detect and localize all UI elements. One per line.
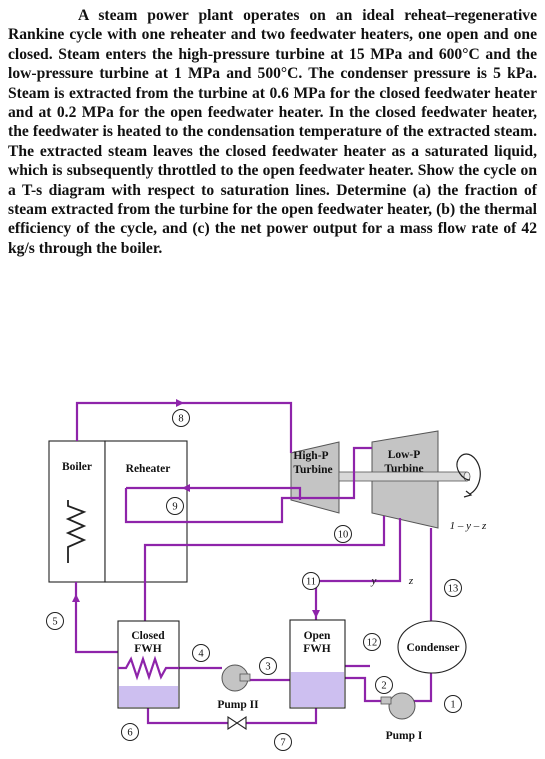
condenser-label: Condenser	[406, 642, 459, 654]
pipe-hp-exhaust	[187, 486, 302, 500]
cycle-schematic: Boiler Reheater High-P Turbine Low-P Tur…	[46, 399, 487, 751]
lp-turbine-label-1: Low-P	[388, 449, 421, 461]
problem-statement: A steam power plant operates on an ideal…	[8, 6, 537, 258]
state-marker-6	[121, 723, 139, 741]
remaining-flow-label: 1 – y – z	[450, 520, 487, 532]
closed-fwh-liquid	[119, 686, 178, 707]
extraction-z-label: z	[408, 575, 414, 587]
high-pressure-turbine	[290, 441, 340, 514]
state-number-11: 11	[306, 577, 316, 588]
state-number-10: 10	[338, 530, 349, 541]
state-marker-11	[302, 572, 320, 590]
state-marker-5	[46, 612, 64, 630]
state-marker-13	[444, 579, 462, 597]
work-output-arrow	[456, 453, 481, 495]
problem-text: A steam power plant operates on an ideal…	[8, 7, 537, 257]
arrow-11	[312, 610, 320, 618]
state-number-8: 8	[178, 414, 183, 425]
reheater-label: Reheater	[126, 463, 171, 475]
state-marker-8	[172, 409, 190, 427]
pipe-state-10	[143, 516, 386, 637]
hp-turbine-label-2: Turbine	[293, 464, 332, 476]
state-number-1: 1	[450, 700, 455, 711]
state-number-13: 13	[448, 584, 459, 595]
arrow-8	[176, 399, 184, 407]
state-marker-10	[334, 525, 352, 543]
hp-turbine-label-1: High-P	[293, 450, 328, 462]
state-marker-4	[192, 644, 210, 662]
throttle-valve	[227, 715, 247, 731]
extraction-y-label: y	[371, 575, 377, 587]
pump-1	[388, 692, 416, 720]
state-number-9: 9	[172, 502, 177, 513]
pump-1-label: Pump I	[386, 730, 423, 742]
state-number-4: 4	[198, 649, 204, 660]
closed-fwh-coil-redraw	[118, 655, 179, 681]
pump-2-label: Pump II	[217, 699, 259, 711]
state-number-5: 5	[52, 617, 57, 628]
pipe-state-6	[146, 708, 228, 725]
open-fwh-label-2: FWH	[303, 643, 331, 655]
arrow-5	[72, 594, 80, 602]
state-number-6: 6	[127, 728, 132, 739]
state-marker-2	[375, 676, 393, 694]
state-marker-7	[274, 733, 292, 751]
pump-1-outlet	[380, 696, 392, 705]
pipe-state-11	[314, 518, 402, 620]
work-arrow-head	[463, 490, 473, 498]
pipe-reheat-out	[124, 446, 372, 524]
pipe-state-5	[74, 582, 118, 654]
boiler-box	[48, 440, 106, 583]
state-marker-1	[444, 695, 462, 713]
state-marker-3	[259, 657, 277, 675]
arrow-9	[182, 484, 190, 492]
state-marker-9	[166, 497, 184, 515]
open-fwh-liquid	[291, 672, 344, 707]
state-marker-12	[363, 633, 381, 651]
state-number-12: 12	[367, 638, 378, 649]
pump-2-outlet	[239, 673, 251, 682]
closed-fwh-label-1: Closed	[131, 630, 165, 642]
turbine-shaft	[338, 471, 468, 482]
open-fwh-label-1: Open	[304, 630, 331, 642]
closed-fwh-label-2: FWH	[134, 643, 162, 655]
pipe-state-1	[413, 670, 433, 703]
state-number-3: 3	[265, 662, 270, 673]
state-number-2: 2	[381, 681, 386, 692]
boiler-label: Boiler	[62, 461, 92, 473]
condenser	[397, 620, 467, 674]
state-number-7: 7	[280, 738, 285, 749]
pipe-state-2	[345, 676, 384, 703]
boiler-coil	[65, 500, 87, 563]
pipe-state-7	[246, 708, 318, 725]
